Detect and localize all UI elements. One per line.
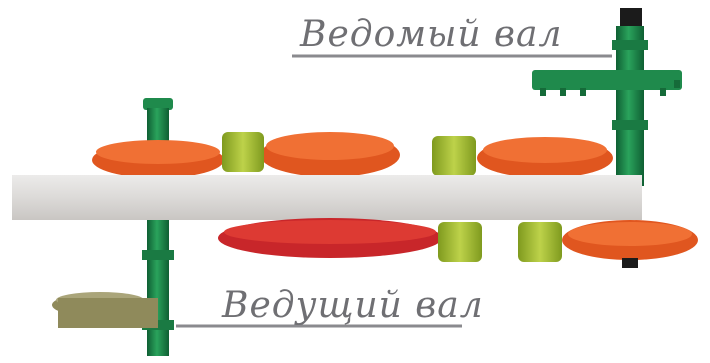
driving-shaft-collar	[142, 250, 174, 260]
driven-shaft-cap	[620, 8, 642, 30]
lime-pinion-4	[518, 222, 562, 262]
upper-gear-row	[92, 132, 613, 178]
driven-shaft-axle	[616, 26, 644, 186]
driving-shaft-axle-lower	[147, 220, 169, 356]
gear-face	[568, 222, 692, 246]
pulley-rim	[58, 298, 158, 328]
driven-shaft-collar	[612, 40, 648, 50]
gear-face	[224, 220, 436, 244]
stud	[560, 88, 566, 96]
lime-pinion-2	[432, 136, 476, 176]
axle-end	[622, 258, 638, 268]
driven-shaft-label: Ведомый вал	[300, 14, 563, 55]
stud	[674, 80, 680, 88]
stud	[580, 88, 586, 96]
driven-crossbar	[532, 70, 682, 90]
lower-gear-row	[218, 218, 698, 268]
gear-face	[96, 140, 220, 164]
base-plate	[12, 175, 642, 220]
stud	[540, 88, 546, 96]
driving-shaft-lower	[52, 220, 174, 356]
gear-face	[483, 137, 607, 163]
driven-shaft	[532, 8, 682, 186]
lime-pinion-1	[222, 132, 264, 172]
driving-shaft-label: Ведущий вал	[222, 285, 484, 326]
gear-face	[266, 132, 394, 160]
lime-pinion-3	[438, 222, 482, 262]
driving-shaft-top-cap	[143, 98, 173, 110]
stud	[660, 88, 666, 96]
driven-shaft-collar	[612, 120, 648, 130]
